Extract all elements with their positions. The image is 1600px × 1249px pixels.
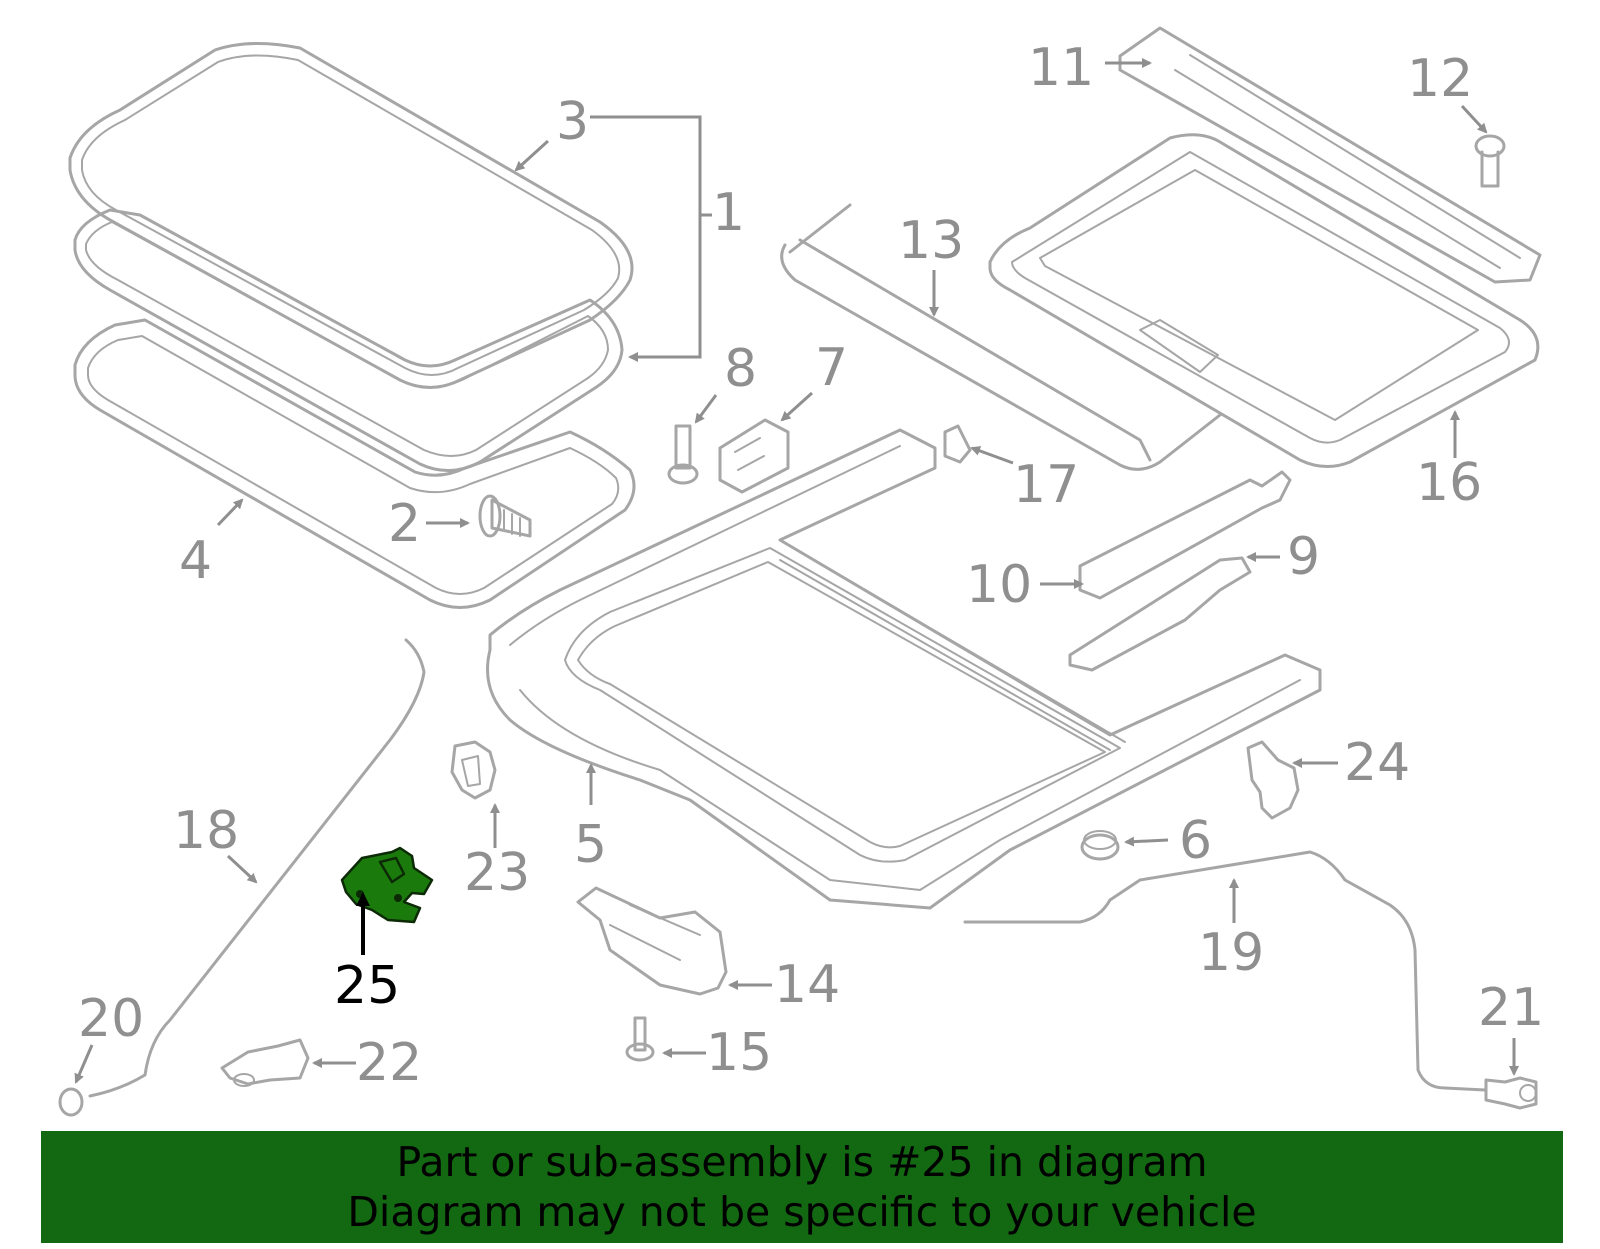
label-23: 23 [464, 843, 530, 903]
label-22: 22 [356, 1033, 422, 1093]
label-17: 17 [1013, 455, 1079, 515]
glass-seal [73, 208, 624, 473]
leader-lines [74, 58, 1519, 1084]
label-2: 2 [388, 494, 421, 554]
label-8: 8 [724, 339, 757, 399]
banner-line-1: Part or sub-assembly is #25 in diagram [396, 1138, 1208, 1186]
label-5: 5 [574, 815, 607, 875]
drain-hose-19 [963, 850, 1487, 1092]
clip-24 [1246, 740, 1300, 820]
label-12: 12 [1407, 49, 1473, 109]
bracket-7 [718, 418, 790, 494]
label-18: 18 [173, 801, 239, 861]
label-9: 9 [1287, 527, 1320, 587]
sunroof-main-frame [486, 428, 1322, 910]
info-banner: Part or sub-assembly is #25 in diagram D… [41, 1131, 1563, 1243]
bolt-12 [1474, 134, 1506, 188]
label-19: 19 [1198, 923, 1264, 983]
label-25-highlighted[interactable]: 25 [334, 956, 400, 1016]
highlighted-part-25[interactable] [340, 846, 434, 924]
label-1: 1 [712, 183, 745, 243]
clip-21 [1484, 1076, 1538, 1110]
deflector-frame [73, 318, 636, 609]
label-10: 10 [966, 555, 1032, 615]
drain-hose-18 [88, 638, 426, 1098]
label-13: 13 [898, 211, 964, 271]
label-11: 11 [1028, 38, 1094, 98]
guide-14 [576, 886, 728, 996]
banner-line-2: Diagram may not be specific to your vehi… [347, 1188, 1257, 1236]
label-4: 4 [179, 531, 212, 591]
bolt-15 [625, 1016, 655, 1062]
clip-6 [1080, 830, 1120, 861]
rail-13 [780, 203, 1222, 471]
clip-22 [220, 1038, 310, 1087]
label-15: 15 [706, 1023, 772, 1083]
bolt-8 [667, 424, 699, 485]
clip-17 [943, 424, 972, 464]
label-21: 21 [1478, 978, 1544, 1038]
label-6: 6 [1179, 811, 1212, 871]
glass-panel [68, 42, 634, 389]
bolt-2 [478, 494, 532, 538]
deflector-11 [1118, 26, 1542, 284]
label-16: 16 [1416, 453, 1482, 513]
label-3: 3 [556, 92, 589, 152]
label-24: 24 [1344, 733, 1410, 793]
shade-frame-16 [988, 133, 1540, 468]
part-labels: 1 2 3 4 5 6 7 8 9 10 11 12 13 14 15 16 1… [78, 38, 1544, 1093]
label-20: 20 [78, 989, 144, 1049]
label-14: 14 [774, 955, 840, 1015]
rail-10 [1078, 470, 1292, 600]
label-7: 7 [815, 338, 848, 398]
leader-1 [590, 115, 702, 362]
rail-9 [1068, 556, 1252, 672]
grommet-20 [58, 1087, 84, 1117]
clip-23 [450, 740, 497, 800]
